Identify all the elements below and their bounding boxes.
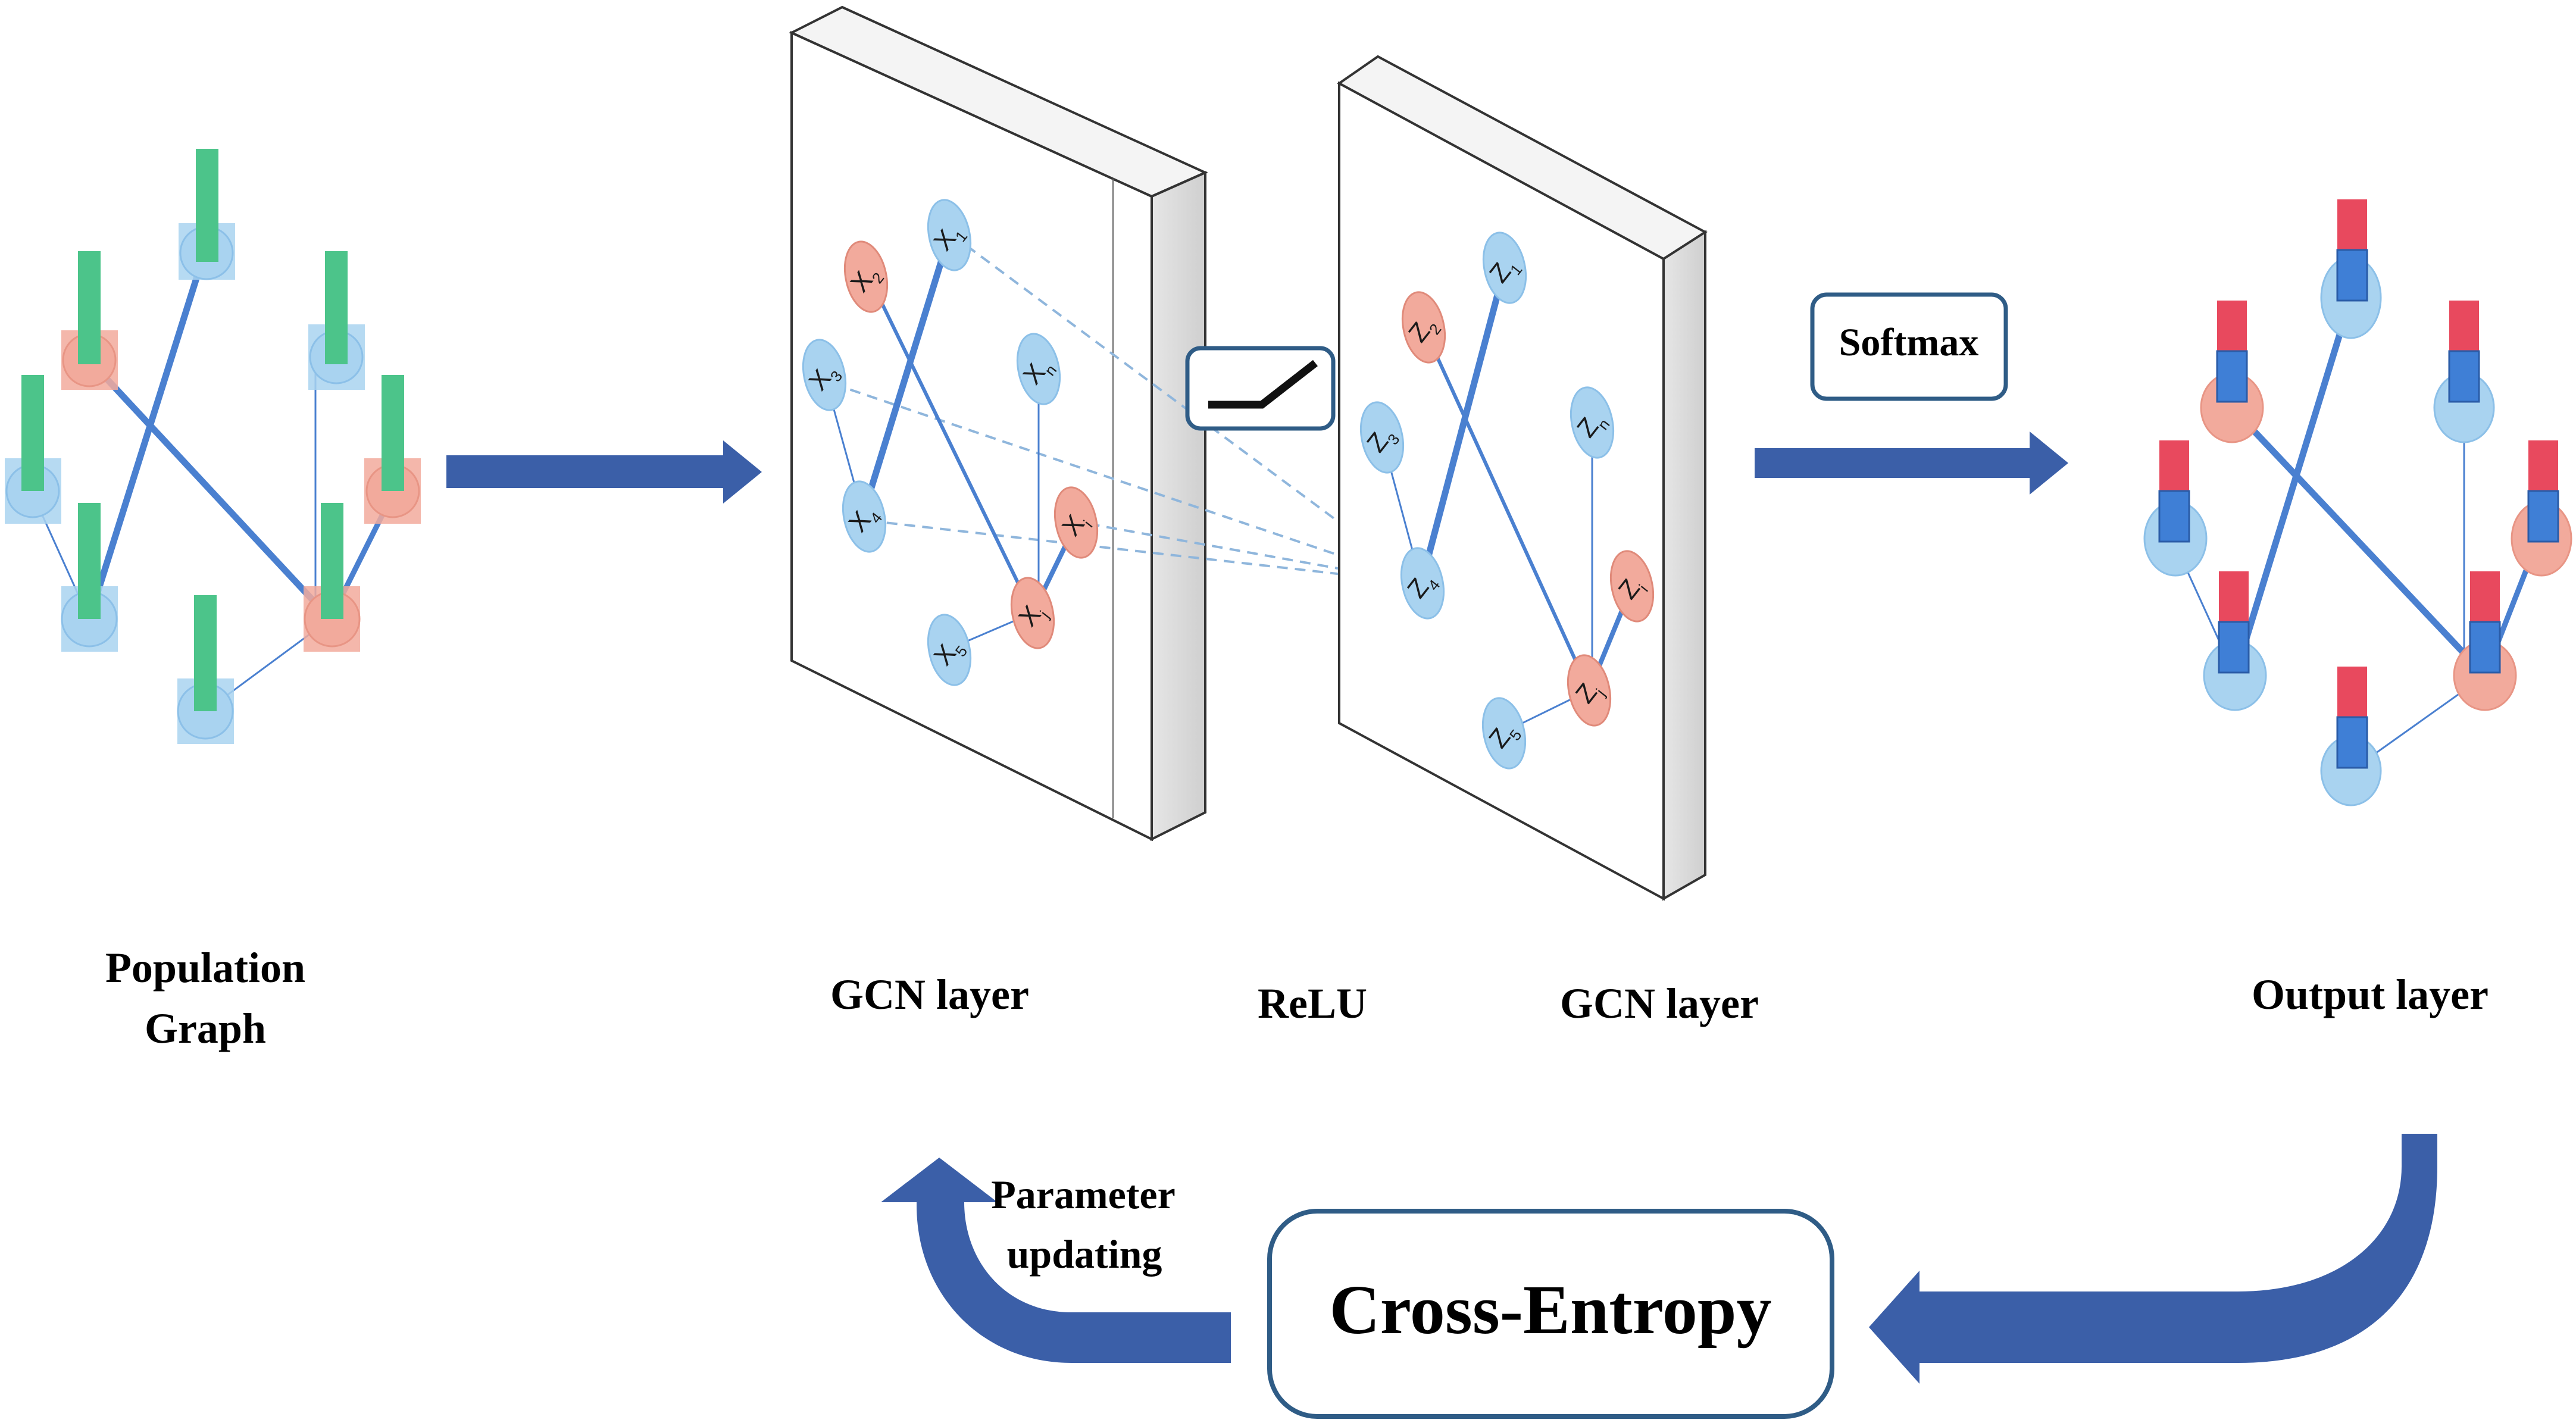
cross-entropy-label: Cross-Entropy xyxy=(1329,1271,1771,1349)
node-circle xyxy=(1016,333,1061,405)
output-layer-label: Output layer xyxy=(2252,971,2489,1018)
node-circle xyxy=(1010,577,1055,649)
node-circle xyxy=(802,339,847,411)
node-zi: Zi xyxy=(1609,550,1655,623)
node-x4: X4 xyxy=(842,480,887,553)
output-node xyxy=(2433,301,2495,443)
output-node xyxy=(2320,199,2382,339)
pop-node xyxy=(177,595,234,744)
output-node xyxy=(2143,440,2208,577)
node-circle xyxy=(1053,486,1099,559)
output-node xyxy=(2511,440,2572,577)
softmax-label: Softmax xyxy=(1839,321,1979,364)
node-circle xyxy=(843,240,889,313)
node-circle xyxy=(927,199,972,271)
output-node xyxy=(2320,667,2382,806)
parameter-update-arrow xyxy=(881,1158,1231,1363)
node-circle xyxy=(1400,547,1445,620)
right-arrow xyxy=(1755,431,2068,495)
node-x3: X3 xyxy=(802,339,847,411)
pop-node xyxy=(308,251,365,390)
gcn-panel-1 xyxy=(789,5,1208,842)
pop-node xyxy=(364,375,421,524)
right-arrow xyxy=(446,440,762,504)
feedback-arrow xyxy=(1869,1134,2437,1384)
node-x1: X1 xyxy=(927,199,972,271)
node-z5: Z5 xyxy=(1481,697,1527,770)
node-xj: Xj xyxy=(1010,577,1055,649)
pop-node xyxy=(304,503,361,652)
node-circle xyxy=(1401,291,1446,364)
node-z2: Z2 xyxy=(1401,291,1446,364)
node-circle xyxy=(927,614,972,686)
gcn-layer-2-label: GCN layer xyxy=(1560,980,1759,1027)
node-z1: Z1 xyxy=(1482,232,1527,304)
relu-box xyxy=(1185,346,1336,431)
node-circle xyxy=(1359,401,1405,474)
output-graph xyxy=(2143,199,2572,806)
node-circle xyxy=(1567,654,1612,727)
output-graph-nodes xyxy=(2143,199,2572,806)
output-node xyxy=(2203,571,2267,711)
population-graph-nodes xyxy=(5,149,421,744)
population-graph-label-line1: Population xyxy=(105,944,305,992)
node-xn: Xn xyxy=(1016,333,1061,405)
node-z4: Z4 xyxy=(1400,547,1445,620)
parameter-updating-label-line2: updating xyxy=(1007,1231,1162,1277)
relu-label: ReLU xyxy=(1258,980,1367,1027)
node-zj: Zj xyxy=(1567,654,1612,727)
output-node xyxy=(2453,571,2517,711)
node-z3: Z3 xyxy=(1359,401,1405,474)
node-x2: X2 xyxy=(843,240,889,313)
pop-node xyxy=(5,375,61,524)
pop-node xyxy=(179,149,235,280)
node-circle xyxy=(1609,550,1655,623)
softmax-box: Softmax xyxy=(1810,292,2008,401)
gcn-layer-1-label: GCN layer xyxy=(830,971,1029,1018)
pop-node xyxy=(61,503,118,652)
population-graph-label-line2: Graph xyxy=(145,1005,266,1052)
node-zn: Zn xyxy=(1570,386,1615,459)
cross-entropy-box: Cross-Entropy xyxy=(1267,1209,1834,1419)
pop-node xyxy=(61,251,118,390)
node-xi: Xi xyxy=(1053,486,1099,559)
population-graph xyxy=(5,149,421,744)
node-label: Z1 xyxy=(1484,251,1525,291)
parameter-updating-label-line1: Parameter xyxy=(991,1172,1176,1217)
node-circle xyxy=(842,480,887,553)
node-x5: X5 xyxy=(927,614,972,686)
node-circle xyxy=(1570,386,1615,459)
node-circle xyxy=(1482,232,1527,304)
node-circle xyxy=(1481,697,1527,770)
output-node xyxy=(2200,301,2264,443)
gcn-panel-2 xyxy=(1337,55,1708,901)
relu-icon xyxy=(1208,359,1318,409)
